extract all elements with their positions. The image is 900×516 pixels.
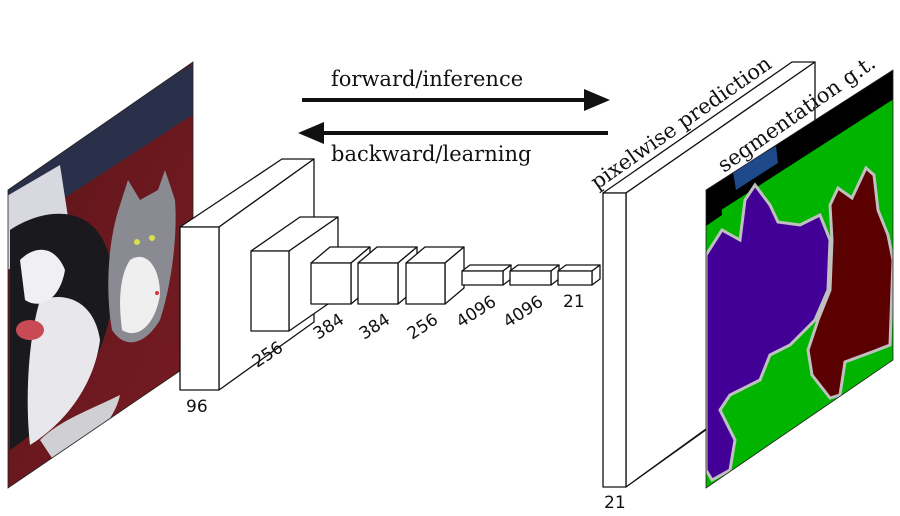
- forward-label: forward/inference: [331, 67, 523, 91]
- backward-arrow: [298, 122, 608, 144]
- output-channels-label: 21: [604, 493, 626, 513]
- layer-label-conv5: 256: [404, 310, 442, 344]
- layer-label-fc6: 4096: [453, 292, 500, 332]
- input-image: [7, 61, 194, 489]
- layer-label-conv3: 384: [310, 310, 348, 344]
- layer-fc6: [461, 264, 512, 286]
- layer-label-conv1: 96: [186, 397, 208, 417]
- output-connector-bottom: [625, 429, 707, 488]
- layer-label-conv4: 384: [356, 310, 394, 344]
- layer-label-fc7: 4096: [500, 292, 547, 332]
- layer-fc8: [557, 264, 601, 286]
- layer-conv5: [405, 246, 465, 305]
- layer-label-fc8: 21: [563, 292, 585, 312]
- layer-fc7: [509, 264, 560, 286]
- backward-label: backward/learning: [331, 142, 531, 166]
- forward-arrow: [302, 89, 610, 111]
